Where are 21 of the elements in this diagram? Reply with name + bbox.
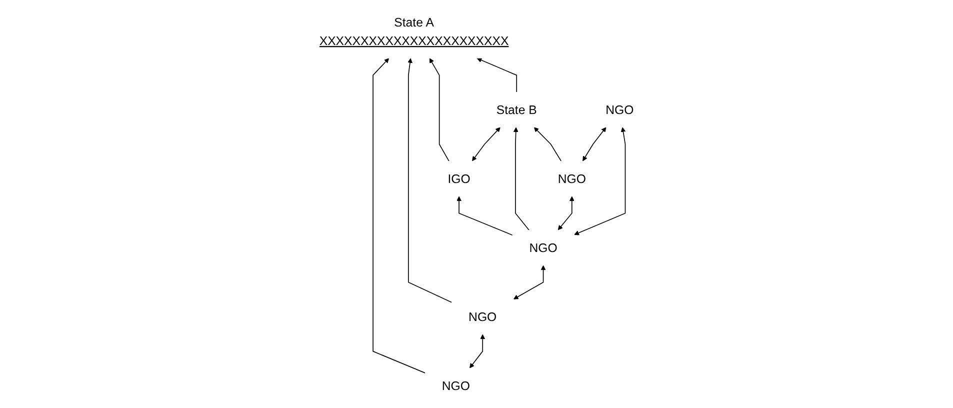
node-text: IGO — [448, 172, 470, 186]
arrow — [372, 58, 426, 374]
arrow — [476, 58, 518, 92]
arrow — [558, 196, 574, 230]
arrow — [513, 265, 546, 300]
arrow — [408, 58, 452, 303]
arrow — [582, 127, 606, 162]
arrow — [429, 58, 450, 162]
node-text: NGO — [529, 240, 558, 255]
node-text: NGO — [468, 310, 497, 324]
arrow — [470, 334, 486, 368]
arrow — [456, 196, 513, 236]
node-text: NGO — [442, 378, 470, 393]
node-text: NGO — [558, 172, 586, 186]
node-text: State B — [496, 102, 537, 117]
node-text: NGO — [606, 102, 634, 117]
arrow — [472, 127, 500, 162]
node-text: State A XXXXXXXXXXXXXXXXXXXXXXX — [319, 15, 509, 48]
arrow — [513, 127, 530, 230]
arrow — [534, 127, 562, 162]
arrow — [574, 127, 626, 236]
